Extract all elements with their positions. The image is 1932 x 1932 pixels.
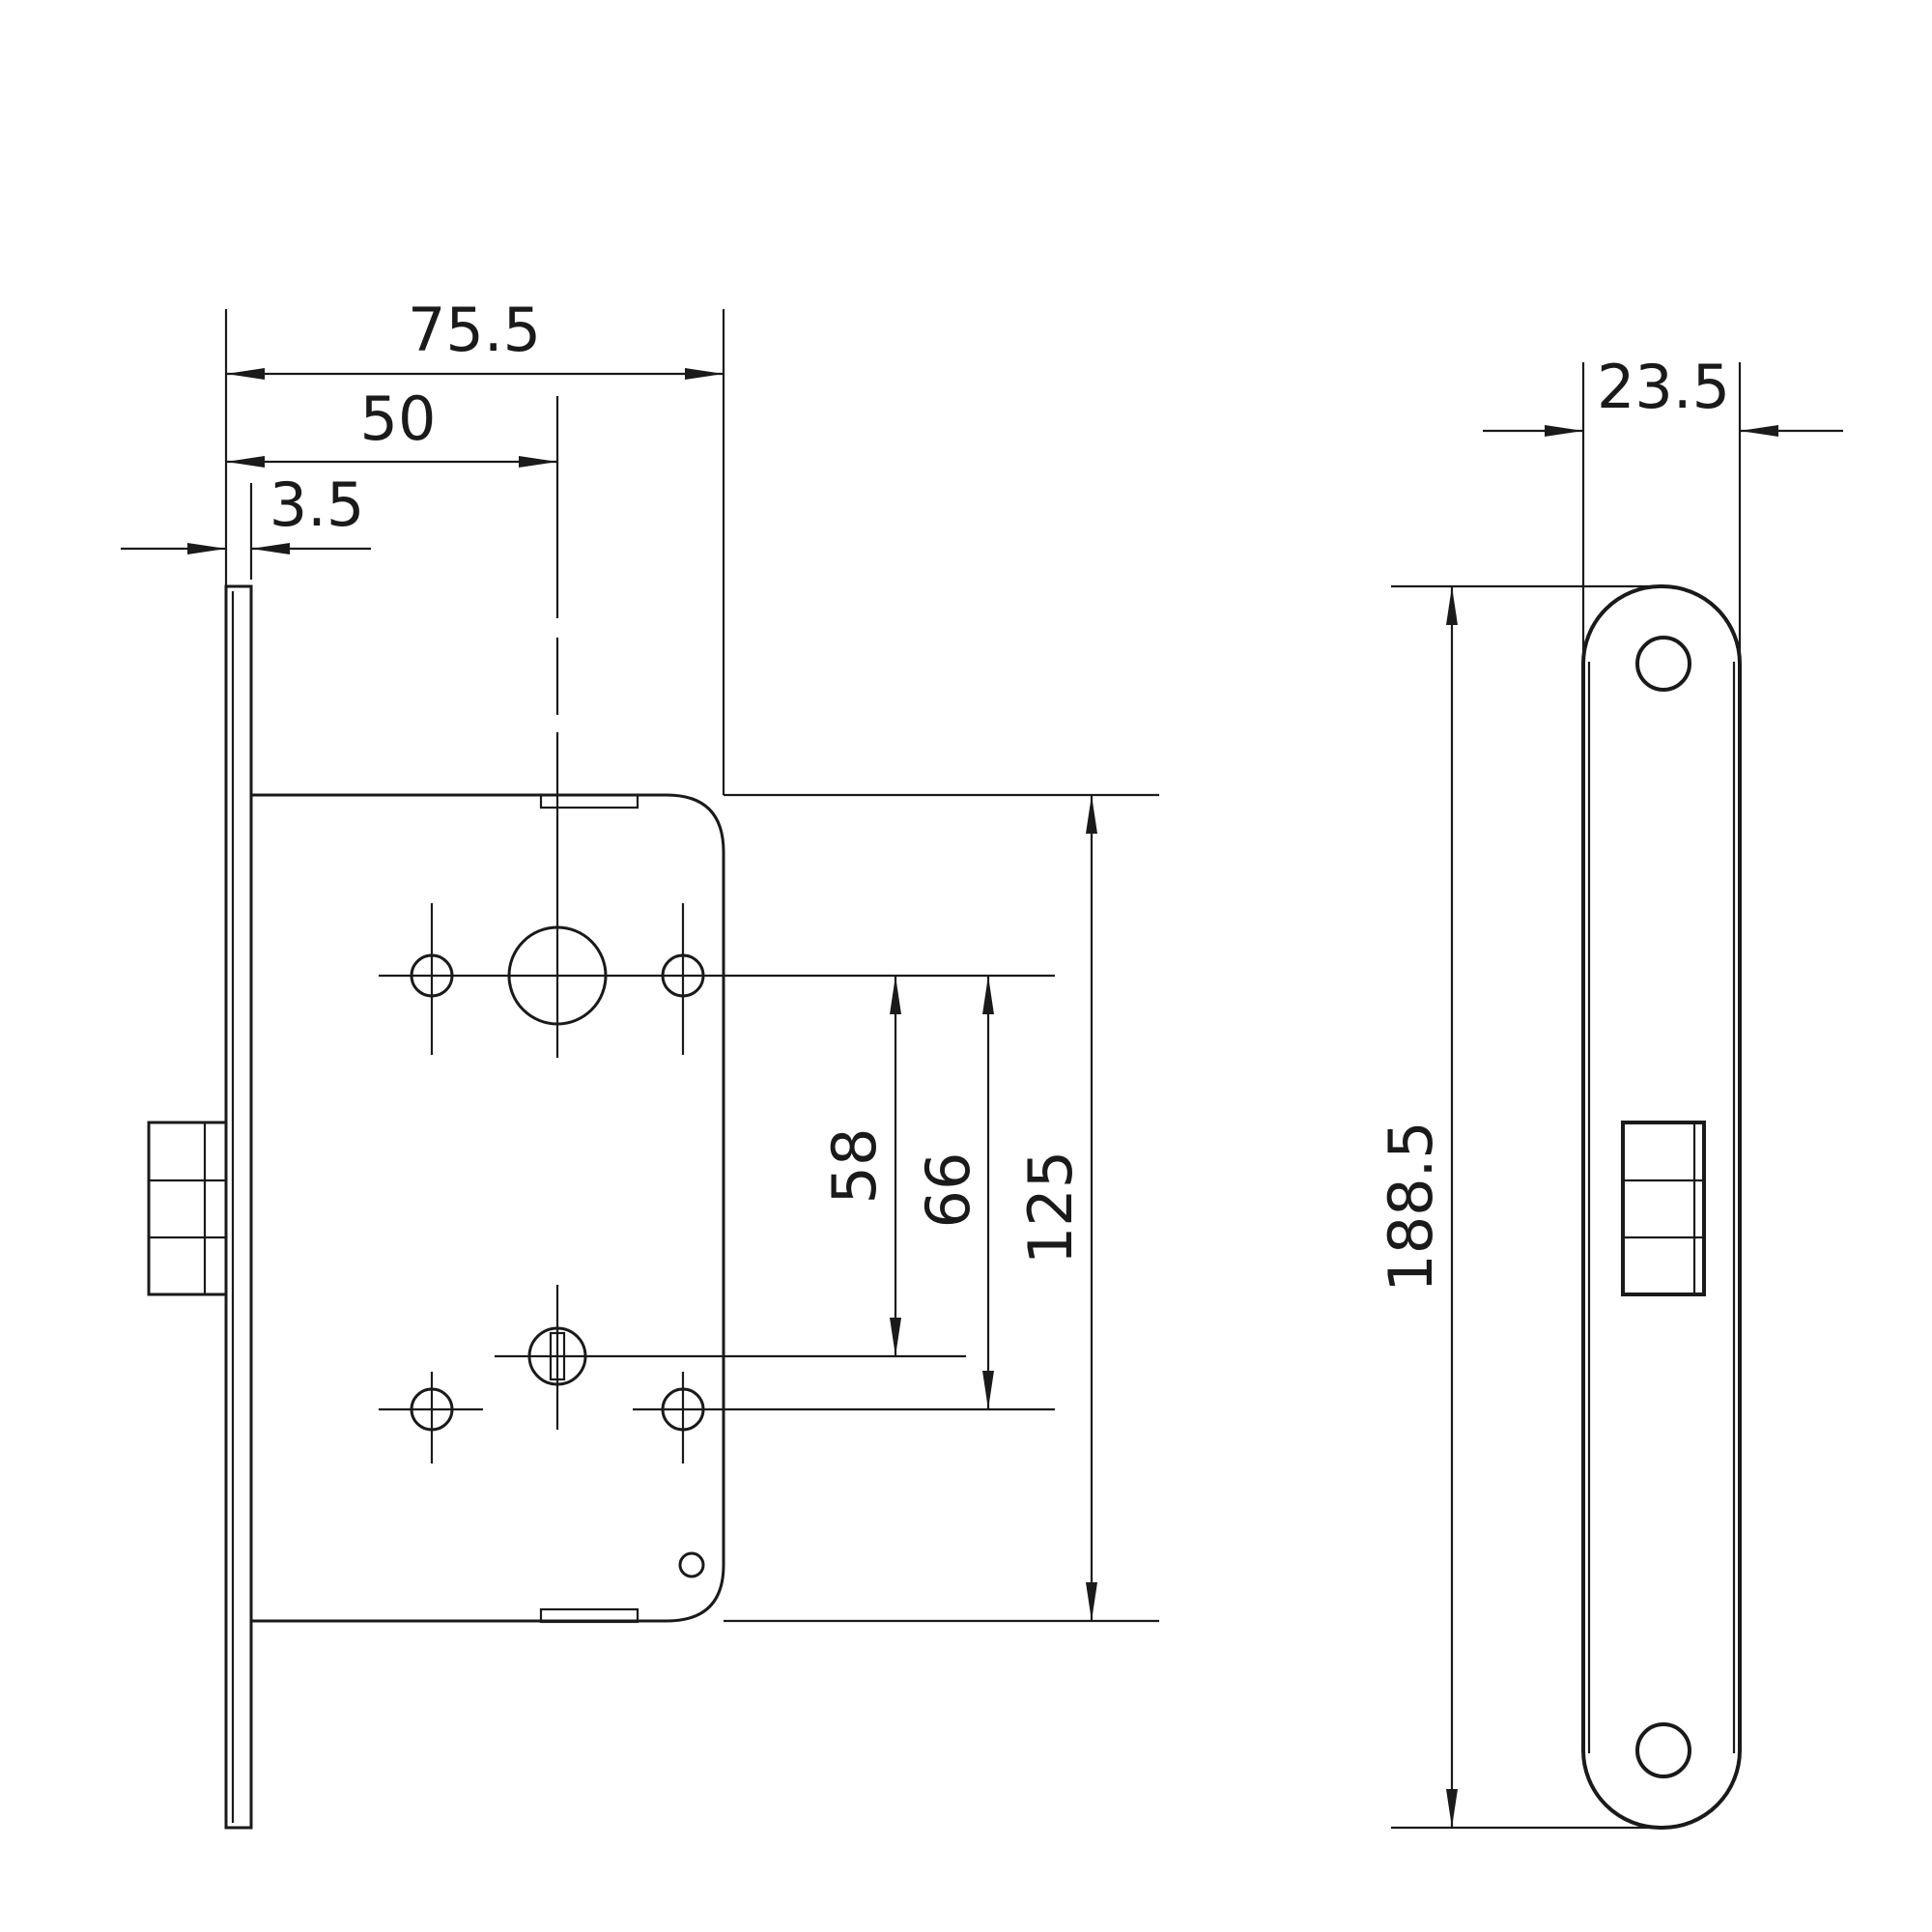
dim-case-height: 125	[1015, 795, 1097, 1621]
lock-case	[251, 793, 725, 1623]
dim-case-height-label: 125	[1015, 1151, 1086, 1264]
dim-faceplate-height: 188.5	[1376, 586, 1458, 1828]
thumbturn-hole	[495, 1326, 966, 1386]
dim-handle-to-cylinder: 58	[819, 976, 901, 1356]
lower-screw-holes	[379, 1372, 1055, 1463]
faceplate-outline	[1581, 584, 1742, 1830]
latch-bolt	[147, 1121, 228, 1296]
dim-handle-to-cylinder-label: 58	[819, 1128, 890, 1205]
dim-screw-spacing: 66	[913, 976, 994, 1409]
dim-faceplate-width: 23.5	[1483, 352, 1843, 437]
dim-overall-depth: 75.5	[226, 295, 724, 380]
faceplate-latch	[1621, 1121, 1706, 1296]
front-view: 75.5 50 3.5 58 66 125	[121, 295, 1159, 1830]
small-pin-hole	[678, 1551, 705, 1578]
faceplate-bottom-screw-hole	[1635, 1722, 1691, 1778]
case-tabs	[539, 793, 639, 1624]
dim-faceplate-height-label: 188.5	[1376, 1121, 1446, 1293]
dim-faceplate-thickness-label: 3.5	[270, 469, 365, 540]
side-view: 23.5 188.5	[1376, 352, 1843, 1830]
faceplate-top-screw-hole	[1635, 636, 1691, 692]
dim-faceplate-thickness: 3.5	[121, 469, 371, 554]
dim-overall-depth-label: 75.5	[408, 295, 541, 365]
dim-backset-label: 50	[360, 384, 437, 454]
faceplate-edge	[224, 584, 253, 1830]
dim-backset: 50	[226, 384, 557, 468]
upper-screw-holes	[379, 903, 1055, 1055]
dim-faceplate-width-label: 23.5	[1597, 352, 1730, 422]
dim-screw-spacing-label: 66	[913, 1152, 983, 1229]
